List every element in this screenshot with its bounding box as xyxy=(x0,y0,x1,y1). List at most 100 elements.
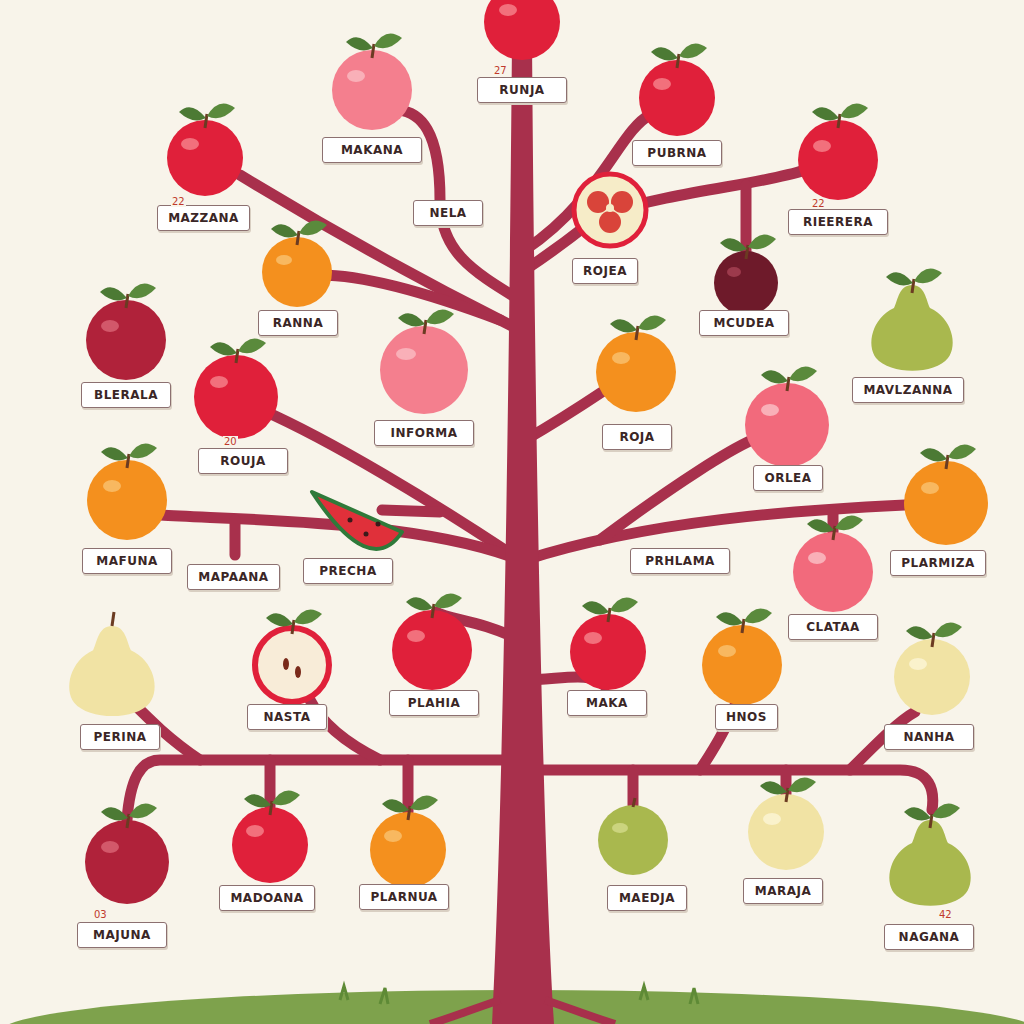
fruit-name: PLARNUA xyxy=(369,890,439,904)
tree-branches xyxy=(240,175,520,330)
apple xyxy=(582,598,638,623)
pear xyxy=(904,804,960,829)
fruit-name: MAEDJA xyxy=(617,891,677,905)
fruit-name: MARAJA xyxy=(753,884,813,898)
apple xyxy=(639,44,715,137)
fruit-label-box: MAVLZANNA xyxy=(852,377,964,403)
orange xyxy=(262,221,332,308)
pear xyxy=(889,820,970,906)
fruit-label-box: PLARMIZA xyxy=(890,550,986,576)
fruit-label-box: PRECHA xyxy=(303,558,393,584)
watermelon-slice xyxy=(312,492,402,549)
apple xyxy=(232,807,308,883)
cut-guava xyxy=(606,204,614,212)
fruit-name: MAPAANA xyxy=(197,570,270,584)
apple xyxy=(761,404,779,416)
apple xyxy=(101,804,157,829)
apple xyxy=(210,339,266,364)
fruit-name: PUBRNA xyxy=(642,146,712,160)
cut-apple xyxy=(255,610,329,703)
apple xyxy=(86,300,166,380)
fruit-label-box: PUBRNA xyxy=(632,140,722,166)
tree-trunk xyxy=(492,40,554,1024)
cut-apple xyxy=(266,610,322,635)
fruit-label-box: NASTA xyxy=(247,704,327,730)
callout-number: 27 xyxy=(493,65,508,76)
fruit-name: NASTA xyxy=(257,710,317,724)
fruit-name: MAFUNA xyxy=(92,554,162,568)
cut-guava xyxy=(574,174,646,246)
watermelon-slice xyxy=(376,522,381,527)
fruit-label-box: MAKA xyxy=(567,690,647,716)
apple xyxy=(380,310,468,415)
fruit-name: PERINA xyxy=(90,730,150,744)
tree-branches xyxy=(525,115,650,250)
fruit-label-box: ROJA xyxy=(602,424,672,450)
apple xyxy=(380,326,468,414)
tree-branches xyxy=(127,760,520,820)
tree-branches xyxy=(600,440,752,540)
fruit-name: BLERALA xyxy=(91,388,161,402)
fruit-label-box: INFORMA xyxy=(374,420,474,446)
fruit-label-box: MAZZANA xyxy=(157,205,250,231)
orange xyxy=(920,445,976,470)
apple xyxy=(813,140,831,152)
apple xyxy=(210,376,228,388)
apple xyxy=(167,120,243,196)
apple xyxy=(332,34,412,131)
apple xyxy=(392,594,472,691)
fruit-name: CLATAA xyxy=(798,620,868,634)
apple xyxy=(761,367,817,392)
quince xyxy=(894,623,970,716)
pear xyxy=(871,285,952,371)
fruit-name: MAZZANA xyxy=(167,211,240,225)
watermelon-slice xyxy=(364,532,369,537)
apple xyxy=(499,4,517,16)
apple xyxy=(745,367,829,468)
orange xyxy=(921,482,939,494)
apple xyxy=(194,355,278,439)
apple xyxy=(584,632,602,644)
fruit-name: NAGANA xyxy=(894,930,964,944)
fruit-label-box: MARAJA xyxy=(743,878,823,904)
pear xyxy=(871,269,952,371)
apple xyxy=(570,614,646,690)
apple xyxy=(246,825,264,837)
pear xyxy=(69,626,154,716)
tree-branches xyxy=(230,520,241,555)
fruit-name: RUNJA xyxy=(487,83,557,97)
watermelon-slice xyxy=(348,518,353,523)
fruit-label-box: MAKANA xyxy=(322,137,422,163)
quince xyxy=(760,778,816,803)
apple xyxy=(332,50,412,130)
apple xyxy=(232,791,308,884)
apple xyxy=(812,104,868,129)
fruit-label-box: NELA xyxy=(413,200,483,226)
callout-number: 22 xyxy=(171,196,186,207)
cut-guava xyxy=(599,211,621,233)
apple xyxy=(396,348,416,360)
apple xyxy=(194,339,278,440)
watermelon-slice xyxy=(312,492,402,549)
fruit-label-box: RUNJA xyxy=(477,77,567,103)
fruit-name: RANNA xyxy=(268,316,328,330)
fruit-label-box: MAPAANA xyxy=(187,564,280,590)
fruit-name: MCUDEA xyxy=(709,316,779,330)
cut-guava xyxy=(574,174,646,246)
fruit-label-box: PLARNUA xyxy=(359,884,449,910)
orange xyxy=(370,812,446,888)
fruit-name: INFORMA xyxy=(384,426,464,440)
apple xyxy=(85,820,169,904)
fruit-label-box: NAGANA xyxy=(884,924,974,950)
callout-number: 03 xyxy=(93,909,108,920)
fruit-name: MAVLZANNA xyxy=(862,383,954,397)
apple xyxy=(484,0,560,60)
fruit-label-box: MAJUNA xyxy=(77,922,167,948)
tree-branches xyxy=(525,770,933,810)
pear xyxy=(886,269,942,294)
fruit-name: ORLEA xyxy=(763,471,813,485)
quince xyxy=(748,778,824,871)
apple xyxy=(392,610,472,690)
